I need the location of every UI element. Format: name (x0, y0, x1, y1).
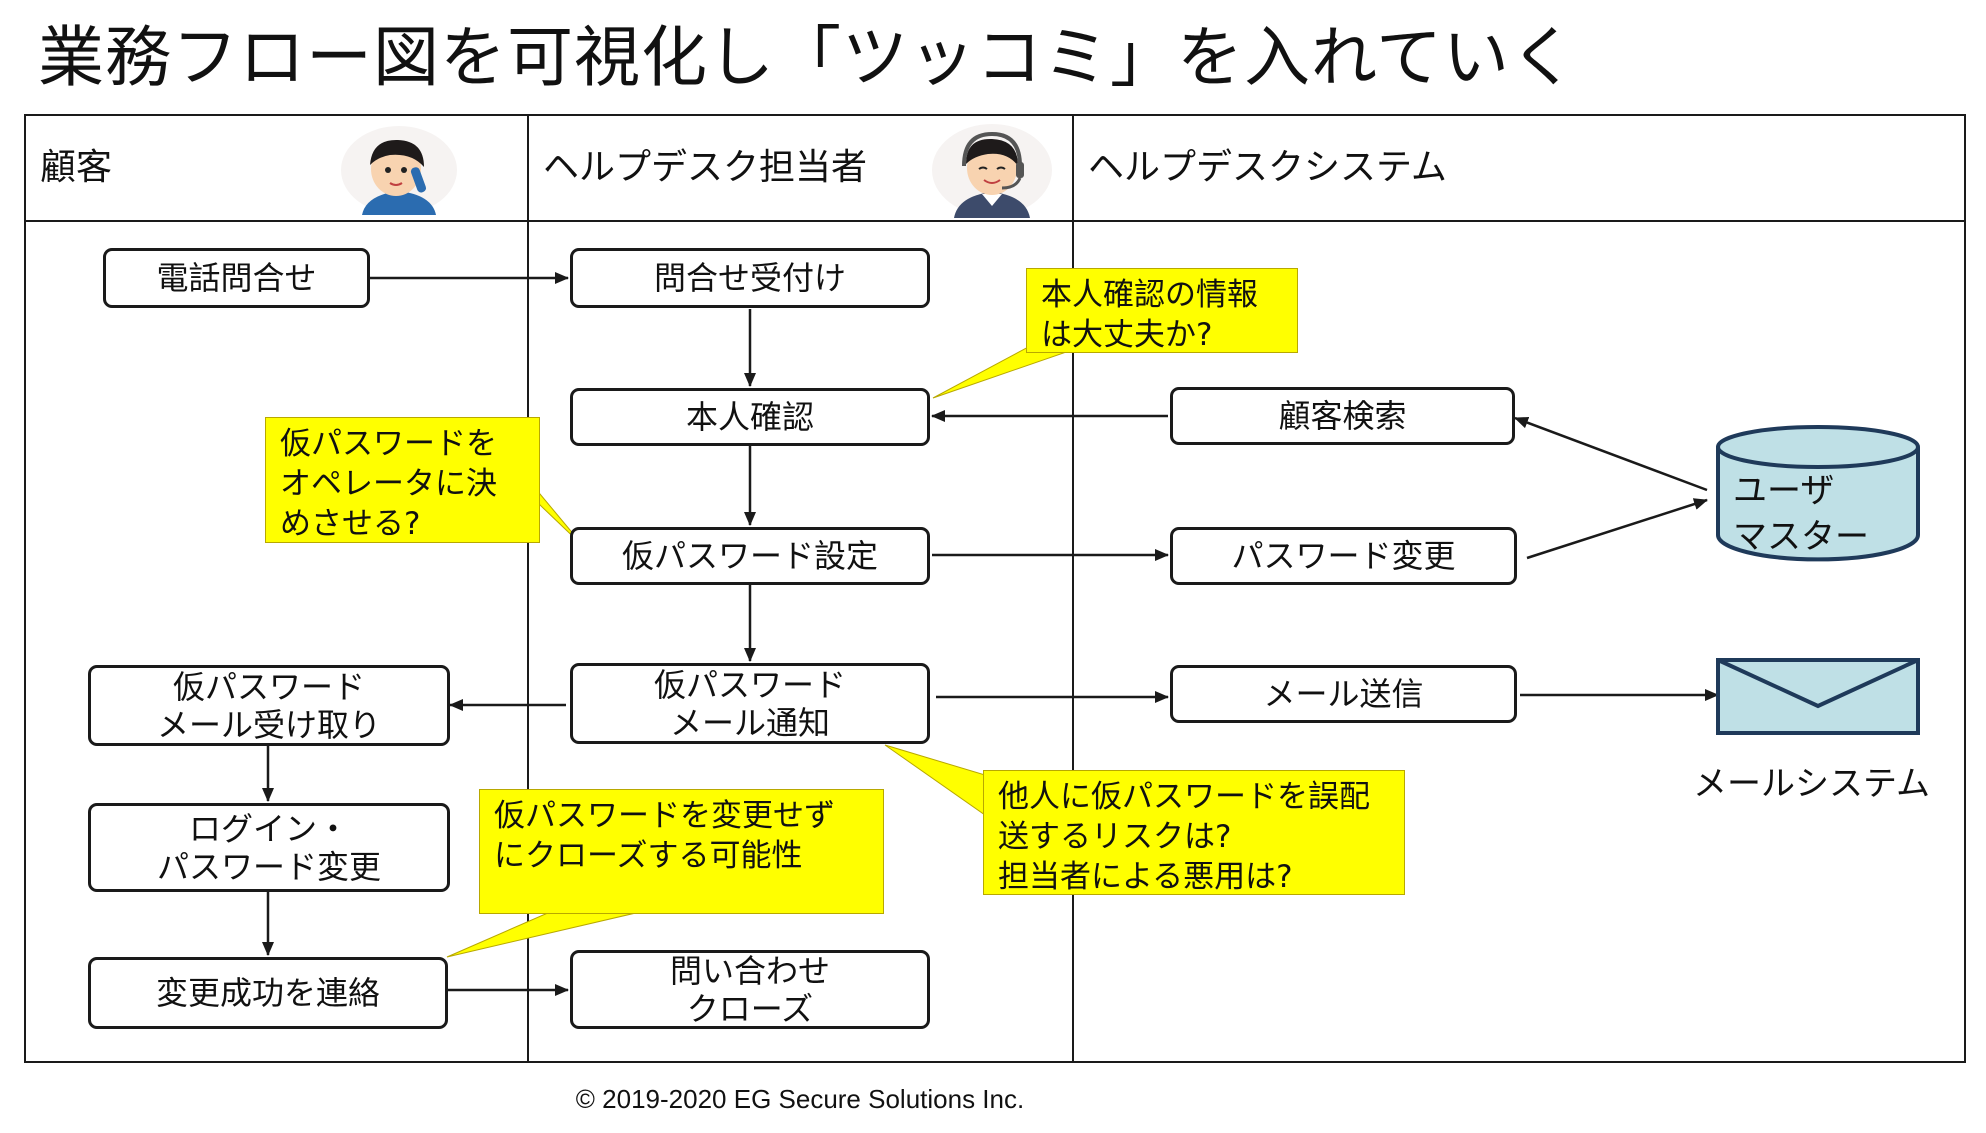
user-master-label: ユーザ マスター (1733, 471, 1869, 557)
box-customer-search: 顧客検索 (1170, 387, 1515, 445)
box-temp-password-mail-notify: 仮パスワード メール通知 (570, 663, 930, 744)
box-phone-inquiry: 電話問合せ (103, 248, 370, 308)
database-cylinder-icon (1716, 425, 1920, 562)
arrow-pwchange-to-master (1526, 498, 1708, 560)
swimlane-frame (24, 114, 1966, 1063)
copyright-footer: © 2019-2020 EG Secure Solutions Inc. (575, 1084, 1025, 1114)
lane-header-helpdesk-system: ヘルプデスクシステム (1088, 147, 1447, 188)
customer-phone-avatar-icon (341, 126, 457, 215)
callout-pointer-misdelivery (884, 744, 986, 816)
note-identity-info: 本人確認の情報 は大丈夫か? (1026, 268, 1298, 353)
box-password-change: パスワード変更 (1170, 527, 1517, 585)
box-temp-password-set: 仮パスワード設定 (570, 527, 930, 585)
envelope-icon (1716, 658, 1920, 735)
box-mail-send: メール送信 (1170, 665, 1517, 723)
box-inquiry-close: 問い合わせ クローズ (570, 950, 930, 1029)
box-login-password-change: ログイン・ パスワード変更 (88, 803, 450, 892)
box-change-success-contact: 変更成功を連絡 (88, 957, 448, 1029)
headset-operator-avatar-icon (932, 124, 1052, 218)
lane-header-customer: 顧客 (40, 147, 113, 188)
lane-header-helpdesk-staff: ヘルプデスク担当者 (543, 147, 868, 188)
note-close-without-change: 仮パスワードを変更せず にクローズする可能性 (479, 789, 884, 914)
box-identity-check: 本人確認 (570, 388, 930, 446)
note-operator-decides: 仮パスワードを オペレータに決 めさせる? (265, 417, 540, 543)
box-temp-password-mail-receive: 仮パスワード メール受け取り (88, 665, 450, 746)
mail-system-label: メールシステム (1693, 764, 1930, 804)
arrow-master-to-search (1514, 416, 1708, 492)
note-misdelivery-risk: 他人に仮パスワードを誤配 送するリスクは? 担当者による悪用は? (983, 770, 1405, 895)
page-title: 業務フロー図を可視化し「ツッコミ」を入れていく (38, 19, 1578, 96)
box-inquiry-reception: 問合せ受付け (570, 248, 930, 308)
